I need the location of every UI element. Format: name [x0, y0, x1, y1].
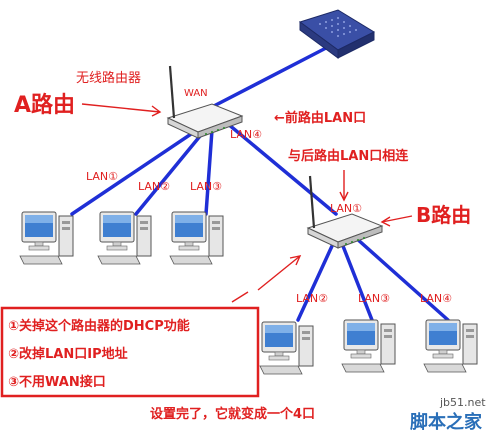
pc-b-3	[341, 319, 396, 373]
watermark-brand: 脚本之家	[410, 411, 483, 433]
cable-wan-modem	[208, 46, 328, 110]
arrow-router-b	[381, 215, 413, 223]
arrow-steps-to-b	[257, 255, 301, 291]
label-lan4-b: LAN④	[420, 292, 452, 305]
label-lan4-top: LAN④	[230, 128, 262, 141]
label-lan3-b: LAN③	[358, 292, 390, 305]
cable-a-lan1	[70, 126, 202, 216]
label-lan1-a: LAN①	[86, 170, 118, 183]
cable-a-lan2	[134, 128, 207, 216]
steps-box: ①关掉这个路由器的DHCP功能 ②改掉LAN口IP地址 ③不用WAN接口	[0, 306, 260, 398]
modem	[298, 9, 376, 59]
watermark: jb51.net 脚本之家	[410, 396, 486, 433]
cables	[70, 46, 450, 322]
arrow-steps-tail	[231, 291, 249, 303]
step-1: ①关掉这个路由器的DHCP功能	[8, 318, 190, 334]
label-wireless-router: 无线路由器	[76, 70, 141, 86]
label-lan2-b: LAN②	[296, 292, 328, 305]
caption: 设置完了，它就变成一个4口	[150, 406, 315, 422]
cable-a-lan4-to-b	[226, 122, 338, 216]
cable-b-lan4	[354, 236, 450, 322]
pc-a-1	[19, 211, 74, 265]
label-front-lan-port: ←前路由LAN口	[274, 110, 366, 126]
step-2: ②改掉LAN口IP地址	[8, 346, 128, 362]
cable-b-lan2	[296, 244, 334, 322]
label-lan2-a: LAN②	[138, 180, 170, 193]
pc-b-4	[423, 319, 478, 373]
cable-a-lan3	[204, 128, 214, 216]
label-lan1-b: LAN①	[330, 202, 362, 215]
cable-b-lan3	[341, 244, 374, 322]
arrow-router-a	[81, 103, 161, 113]
step-3: ③不用WAN接口	[8, 374, 106, 390]
pc-b-2	[259, 321, 314, 375]
watermark-site: jb51.net	[439, 396, 486, 409]
label-wan: WAN	[184, 88, 208, 99]
label-lan3-a: LAN③	[190, 180, 222, 193]
label-router-a: A路由	[14, 92, 75, 118]
label-connect-note: 与后路由LAN口相连	[288, 148, 409, 164]
label-router-b: B路由	[416, 203, 471, 227]
pc-a-2	[97, 211, 152, 265]
pc-a-3	[169, 211, 224, 265]
annotation-arrows	[81, 103, 413, 303]
